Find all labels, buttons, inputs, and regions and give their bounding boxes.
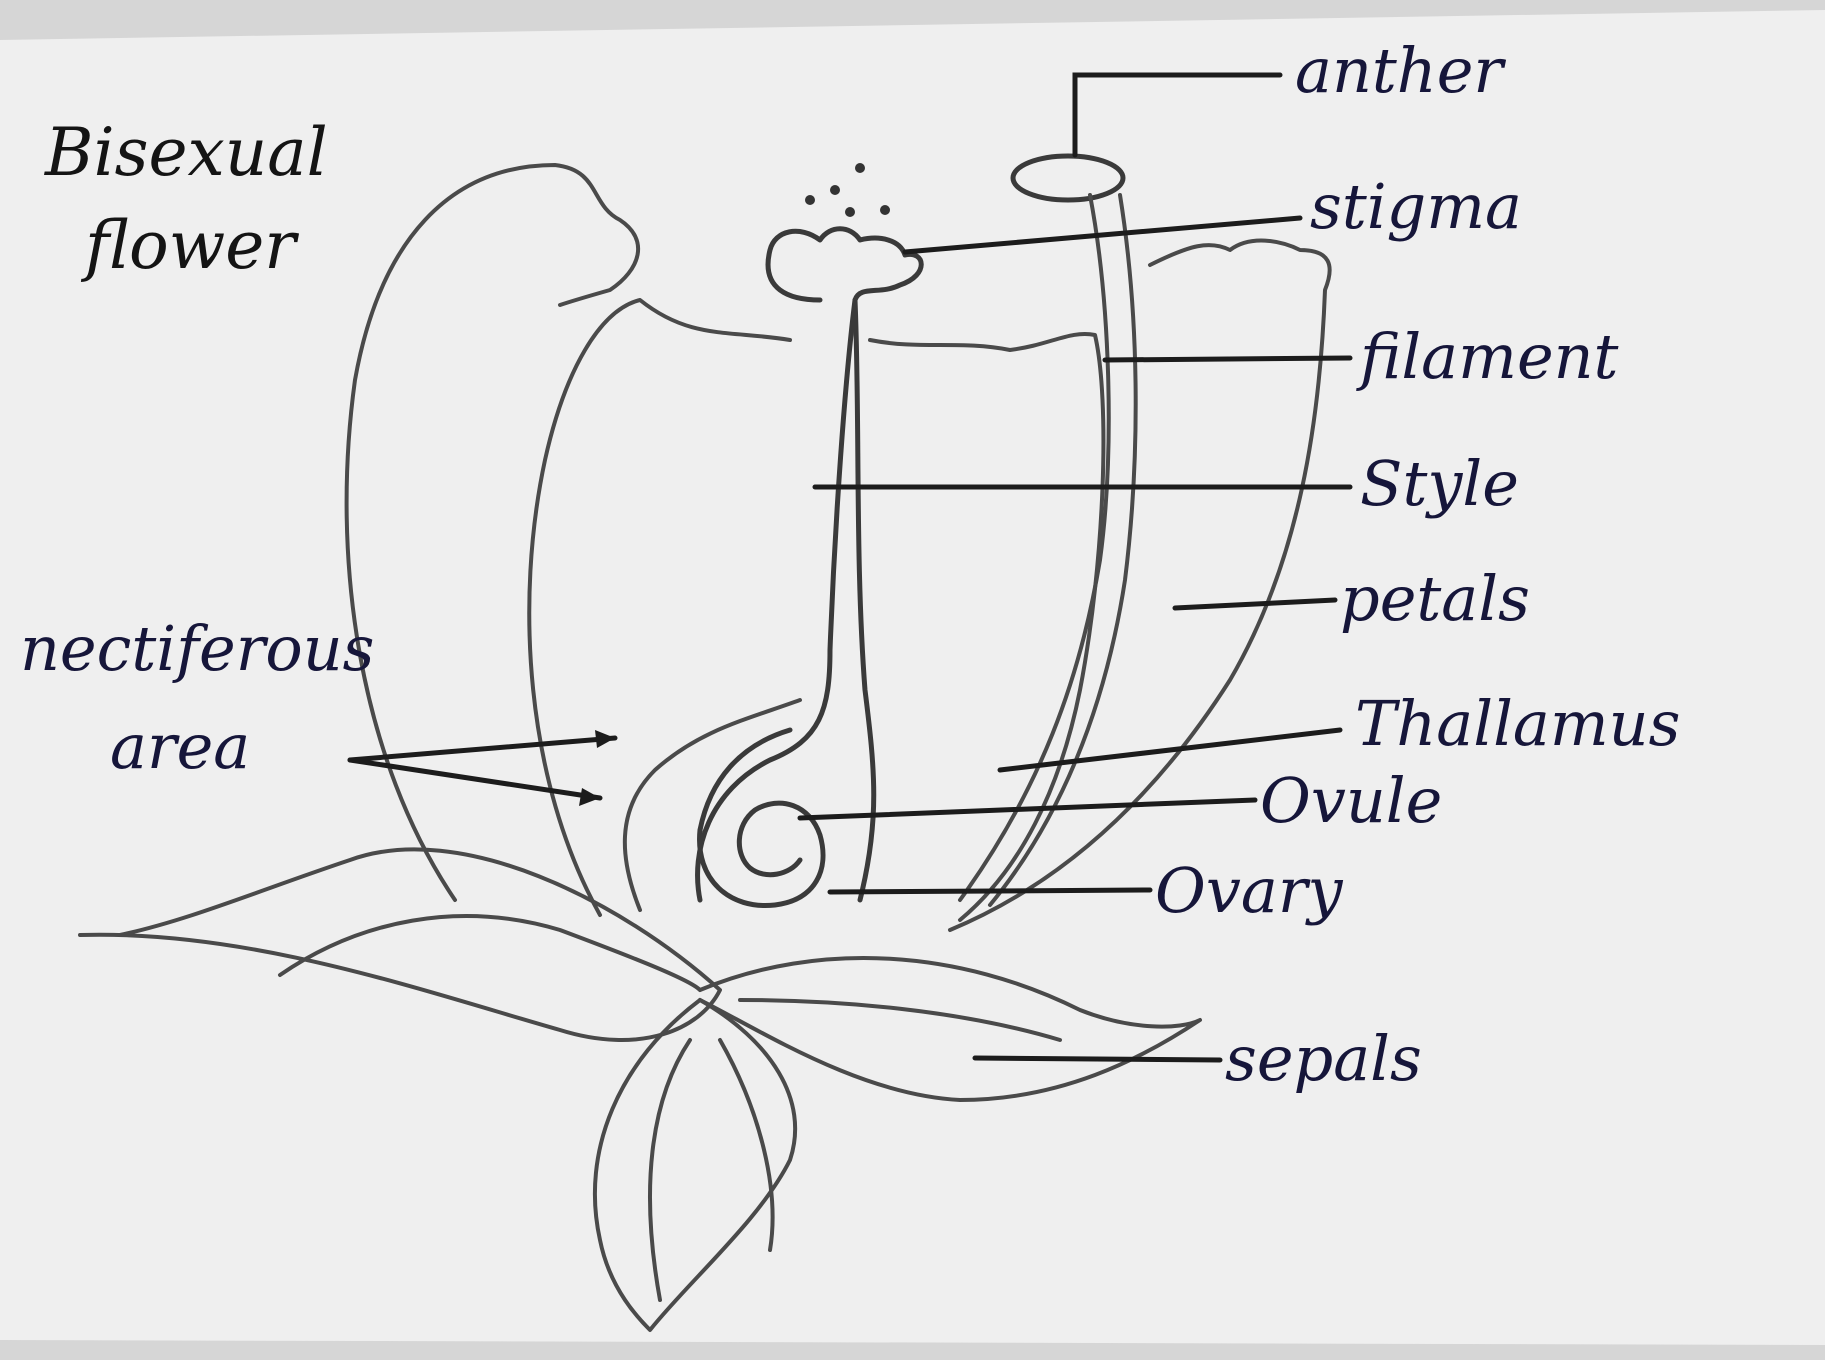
title-line-2: flower	[80, 207, 299, 284]
pollen-dot	[855, 163, 865, 173]
pollen-dot	[830, 185, 840, 195]
label-sepals: sepals	[1225, 1022, 1422, 1095]
label-thallamus: Thallamus	[1355, 687, 1680, 760]
filament-leader	[1105, 358, 1350, 360]
pollen-dot	[805, 195, 815, 205]
label-anther: anther	[1295, 34, 1506, 107]
label-stigma: stigma	[1310, 170, 1522, 243]
label-nectiferous-line-1: nectiferous	[20, 612, 374, 685]
label-nectiferous-line-2: area	[110, 710, 250, 783]
pollen-dot	[845, 207, 855, 217]
label-ovary: Ovary	[1155, 854, 1343, 927]
label-petals: petals	[1340, 562, 1530, 635]
label-style: Style	[1360, 447, 1519, 520]
label-filament: filament	[1356, 320, 1619, 393]
ovary-leader	[830, 890, 1150, 892]
label-ovule: Ovule	[1260, 764, 1442, 837]
title-line-1: Bisexual	[44, 114, 328, 191]
sepals-leader	[975, 1058, 1220, 1060]
pollen-dot	[880, 205, 890, 215]
